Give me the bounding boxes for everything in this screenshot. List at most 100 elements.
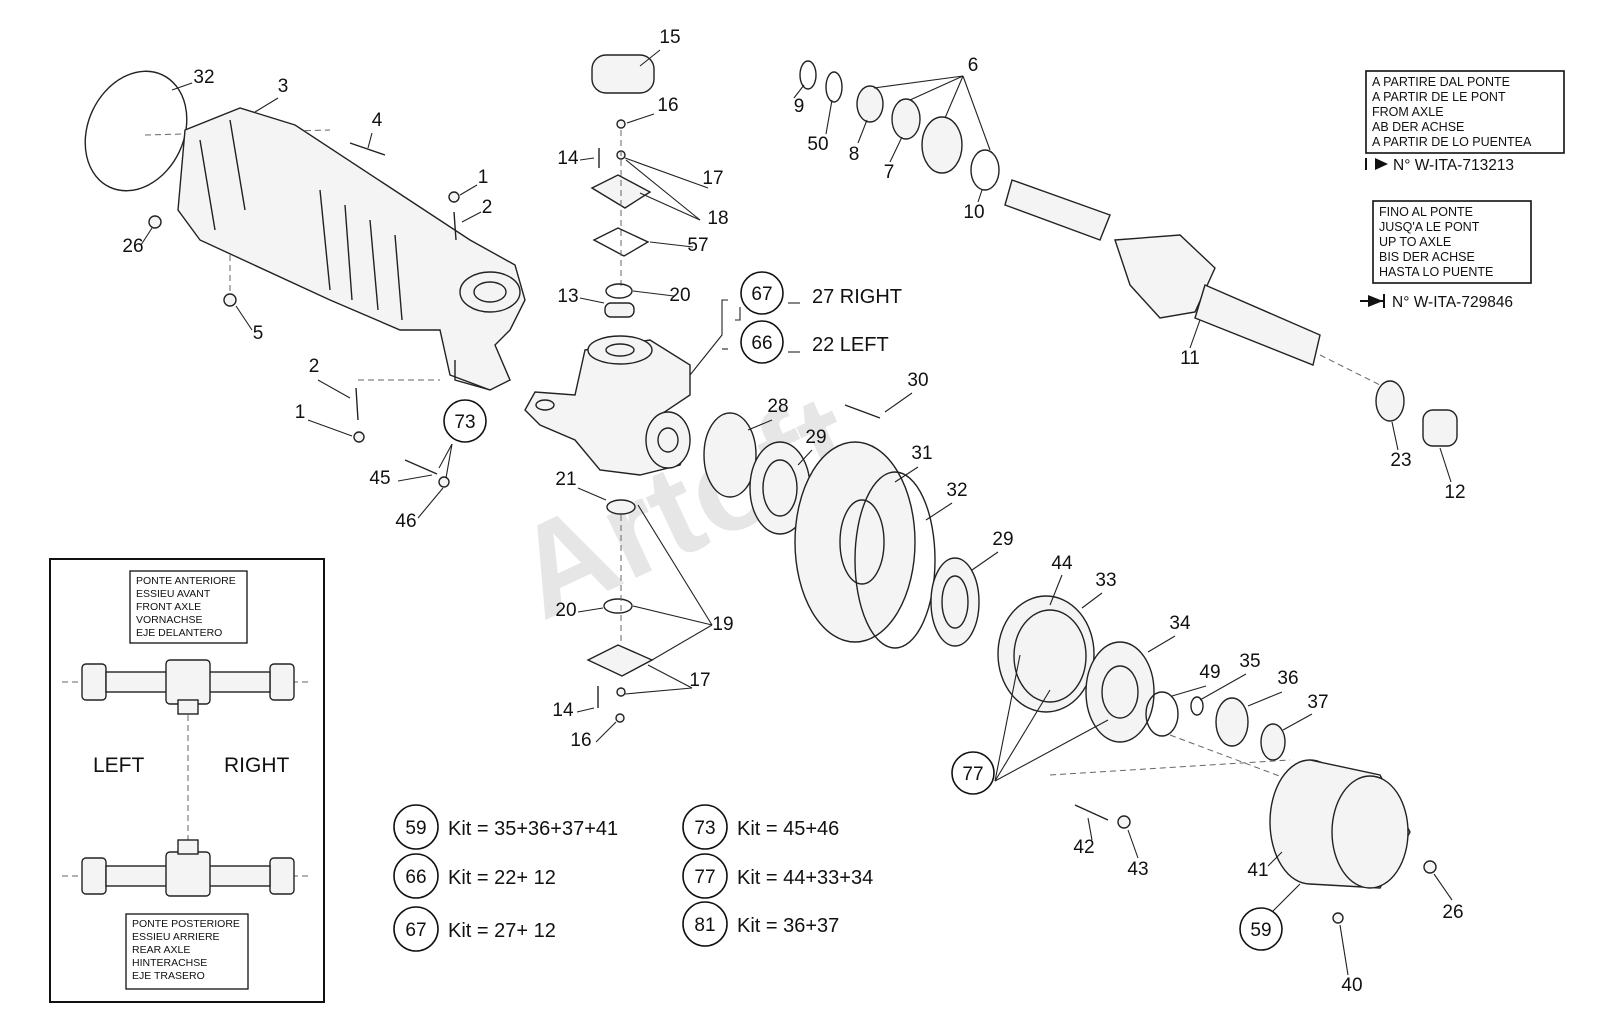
kit-legend-number: 77: [694, 867, 715, 888]
part-callout: 4: [372, 110, 383, 131]
axle-shaft-11: [1004, 179, 1381, 386]
seal-8: [856, 85, 884, 123]
part-callout: 21: [555, 469, 576, 490]
part-callout: 19: [712, 614, 733, 635]
front-axle-line-2: ESSIEU AVANT: [136, 588, 211, 600]
bearing-29b: [930, 557, 980, 647]
front-axle-line-1: PONTE ANTERIORE: [136, 575, 236, 587]
kit-legend-text: Kit = 27+ 12: [448, 920, 556, 942]
seal-23: [1375, 380, 1405, 422]
kit-legend-row: 67 Kit = 27+ 12: [393, 906, 556, 952]
grease-nipple-16b: [615, 713, 625, 723]
kit-circle-callout: 73: [443, 399, 487, 443]
note-until-line-2: JUSQ'A LE PONT: [1379, 220, 1480, 234]
part-callout: 26: [122, 236, 143, 257]
part-callout: 20: [555, 600, 576, 621]
o-ring-32: [84, 70, 188, 192]
kit-legend-text: Kit = 35+36+37+41: [448, 818, 618, 840]
o-ring-20b: [603, 598, 633, 614]
part-callout: 33: [1095, 570, 1116, 591]
kingpin-lower-19: [586, 644, 654, 677]
wheel-hub-41: [1269, 759, 1411, 889]
note-until-line-5: HASTA LO PUENTE: [1379, 265, 1493, 279]
plug-26: [148, 215, 162, 229]
circlip-35: [1190, 696, 1204, 716]
part-callout: 18: [707, 208, 728, 229]
part-callout: 16: [657, 95, 678, 116]
part-callout: 2: [309, 356, 320, 377]
part-callout: 44: [1051, 553, 1073, 574]
part-callout: 11: [1180, 348, 1200, 369]
note-until-ref: N° W-ITA-729846: [1392, 294, 1513, 311]
note-until-line-1: FINO AL PONTE: [1379, 205, 1473, 219]
stud-2b: [355, 387, 359, 421]
kit-legend-row: 59 Kit = 35+36+37+41: [393, 804, 618, 850]
cap-15: [591, 54, 655, 94]
rear-axle-line-1: PONTE POSTERIORE: [132, 918, 240, 930]
part-callout: 41: [1247, 860, 1268, 881]
kit-circle-callout: 66: [740, 320, 784, 364]
stud-2: [453, 211, 457, 241]
bushing-6: [921, 116, 963, 174]
ring-gear-33: [997, 595, 1095, 713]
bearing-37: [1260, 723, 1286, 761]
part-callout: 20: [669, 285, 690, 306]
part-callout: 28: [767, 396, 788, 417]
part-callout: 40: [1341, 975, 1362, 996]
plug-5: [223, 293, 237, 307]
part-callout: 6: [968, 55, 979, 76]
part-callout: 17: [702, 168, 723, 189]
part-callout: 29: [992, 529, 1013, 550]
seal-7: [891, 98, 921, 140]
rear-axle-line-2: ESSIEU ARRIERE: [132, 931, 220, 943]
part-callout: 30: [907, 370, 928, 391]
part-callout: 8: [849, 144, 860, 165]
part-callout: 32: [946, 480, 967, 501]
part-callout: 10: [963, 202, 984, 223]
part-callout: 26: [1442, 902, 1463, 923]
part-callout: 16: [570, 730, 591, 751]
part-callout: 46: [395, 511, 416, 532]
kit-legend-number: 67: [405, 920, 426, 941]
kit-legend-number: 59: [405, 818, 426, 839]
front-axle-line-4: VORNACHSE: [136, 614, 203, 626]
kit-legend-text: Kit = 45+46: [737, 818, 839, 840]
note-from-line-2: A PARTIR DE LE PONT: [1372, 90, 1506, 104]
part-callout: 35: [1239, 651, 1260, 672]
part-callout: 3: [278, 76, 289, 97]
rear-axle-line-5: EJE TRASERO: [132, 970, 205, 982]
part-callout: 12: [1444, 482, 1465, 503]
bolt-4: [349, 142, 386, 156]
leader-lines: [140, 49, 1453, 976]
kit-circle-number: 67: [751, 284, 772, 305]
nut-1b: [353, 431, 365, 443]
note-from-line-3: FROM AXLE: [1372, 105, 1444, 119]
kit-legend-text: Kit = 36+37: [737, 915, 839, 937]
kit-66-left-label: 22 LEFT: [812, 334, 889, 356]
note-from-line-4: AB DER ACHSE: [1372, 120, 1464, 134]
seal-28: [703, 412, 757, 498]
gasket-57: [592, 227, 650, 257]
note-from-axle: A PARTIRE DAL PONTE A PARTIR DE LE PONT …: [1365, 70, 1565, 174]
rear-axle-line-4: HINTERACHSE: [132, 957, 207, 969]
o-ring-10: [970, 149, 1000, 191]
part-callout: 43: [1127, 859, 1148, 880]
part-callout: 7: [884, 162, 895, 183]
front-axle-line-3: FRONT AXLE: [136, 601, 201, 613]
axle-housing: [177, 107, 526, 391]
o-ring-32b: [854, 471, 936, 649]
part-callout: 15: [659, 27, 680, 48]
front-axle-thumbnail: [62, 659, 310, 855]
note-until-line-4: BIS DER ACHSE: [1379, 250, 1475, 264]
rear-axle-thumbnail: [62, 839, 310, 897]
screw-46: [438, 476, 450, 488]
part-callout: 9: [794, 96, 805, 117]
kit-circle-number: 59: [1250, 920, 1271, 941]
sun-gear-36: [1215, 697, 1249, 747]
note-from-line-1: A PARTIRE DAL PONTE: [1372, 75, 1510, 89]
part-callout: 45: [369, 468, 390, 489]
